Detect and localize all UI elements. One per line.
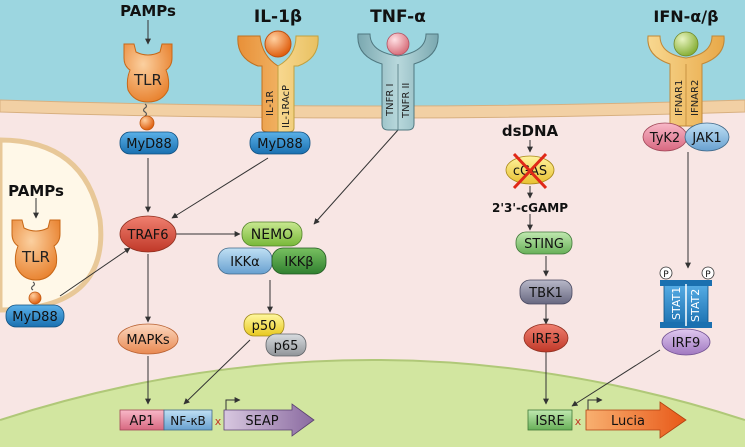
myd88-il1-label: MyD88	[257, 137, 302, 152]
tlr-vesicle-label: TLR	[21, 248, 50, 266]
cgas: cGAS	[505, 152, 555, 190]
irf9: IRF9	[661, 328, 711, 356]
plasma-membrane	[0, 99, 745, 119]
tnfr1-label: TNFR I	[385, 84, 396, 117]
mapks: MAPKs	[117, 323, 179, 355]
nuclear-membrane	[0, 359, 745, 421]
arrow-tnfr-nemo	[313, 129, 399, 225]
ifn-ligand	[673, 31, 699, 57]
arrow-nfkb-reporter	[183, 339, 251, 405]
jak1: JAK1	[684, 122, 730, 152]
myd88-tlr: MyD88	[119, 131, 179, 155]
irf3-label: IRF3	[532, 332, 561, 347]
myd88-vesicle: MyD88	[5, 304, 65, 328]
dsdna-label: dsDNA	[502, 122, 559, 140]
il1racp-label: IL-1RAcP	[281, 85, 292, 128]
tbk1: TBK1	[519, 279, 573, 305]
ikk-alpha: IKKα	[217, 247, 273, 275]
stat2-phospho-icon	[701, 266, 715, 280]
il1r-label: IL-1R	[265, 91, 276, 116]
nemo: NEMO	[241, 221, 303, 247]
jak1-label: JAK1	[691, 131, 721, 146]
traf6: TRAF6	[119, 215, 177, 253]
ap1-label: AP1	[129, 414, 154, 429]
seap-junction-mark: x	[215, 415, 222, 428]
p50-label: p50	[252, 319, 277, 334]
il1b-label: IL-1β	[254, 7, 302, 27]
stat2-label: STAT2	[689, 289, 702, 322]
lucia-label: Lucia	[611, 414, 645, 429]
stat1-phospho-icon	[659, 266, 673, 280]
sting: STING	[515, 231, 573, 255]
tlr-receptor-top: TLR	[123, 43, 173, 131]
tnfa-label: TNF-α	[370, 7, 426, 27]
irf3: IRF3	[523, 323, 569, 353]
ifn-receptor: IFNAR1 IFNAR2	[647, 31, 725, 127]
tlr-linker	[142, 103, 148, 117]
arrow-myd88-il1-traf6	[171, 157, 269, 219]
tir-domain	[139, 115, 155, 131]
tnfr2-label: TNFR II	[401, 83, 412, 119]
ikka-label: IKKα	[230, 255, 259, 270]
pamps-vesicle-label: PAMPs	[8, 182, 64, 200]
p65-label: p65	[274, 339, 299, 354]
stat1-label: STAT1	[670, 287, 683, 320]
nfkb-label: NF-κB	[170, 414, 206, 428]
nfkb-box	[163, 409, 213, 431]
lucia-promoter-arrow	[587, 397, 603, 410]
isre-box	[527, 409, 573, 431]
tbk1-label: TBK1	[528, 286, 563, 301]
ikkb-label: IKKβ	[284, 255, 313, 270]
myd88-tlr-label: MyD88	[126, 137, 171, 152]
myd88-il1: MyD88	[249, 131, 311, 155]
p65: p65	[265, 333, 307, 357]
isre-label: ISRE	[535, 414, 564, 429]
seap-gene-arrow	[223, 403, 315, 437]
stat1-phospho-label: P	[663, 270, 669, 280]
lucia-reporter: ISRE x Lucia	[527, 397, 687, 439]
irf9-label: IRF9	[672, 336, 701, 351]
sting-label: STING	[524, 237, 564, 252]
tnf-receptor: TNFR I TNFR II	[357, 32, 439, 131]
stat2-phospho-label: P	[705, 270, 711, 280]
ikk-beta: IKKβ	[271, 247, 327, 275]
tyk2-label: TyK2	[649, 131, 680, 146]
ifnar2-label: IFNAR2	[690, 80, 701, 116]
lucia-junction-mark: x	[575, 415, 582, 428]
cgamp-label: 2'3'-cGAMP	[492, 201, 568, 215]
tnfa-ligand	[386, 32, 410, 56]
seap-reporter: AP1 NF-κB x SEAP	[119, 397, 315, 437]
tlr-top-label: TLR	[133, 71, 162, 89]
p50: p50	[243, 313, 285, 337]
il1-receptor: IL-1R IL-1RAcP	[237, 30, 319, 133]
lucia-gene-arrow	[585, 401, 687, 439]
arrows	[33, 20, 691, 407]
seap-label: SEAP	[245, 414, 278, 429]
nemo-label: NEMO	[251, 227, 293, 243]
ifnab-label: IFN-α/β	[653, 7, 718, 26]
stat-complex: STAT1 STAT2 P P	[659, 266, 715, 328]
traf6-label: TRAF6	[126, 228, 168, 243]
ifnar1-label: IFNAR1	[674, 80, 685, 116]
tyk2: TyK2	[642, 122, 688, 152]
il1b-ligand	[264, 30, 292, 58]
tlr-receptor-vesicle: TLR	[11, 219, 61, 305]
arrow-stat-isre	[571, 349, 661, 407]
seap-promoter-arrow	[225, 397, 241, 410]
arrow-myd88-vesicle-traf6	[59, 247, 131, 297]
pamps-top-label: PAMPs	[120, 2, 176, 20]
mapks-label: MAPKs	[126, 333, 169, 348]
myd88-vesicle-label: MyD88	[12, 310, 57, 325]
